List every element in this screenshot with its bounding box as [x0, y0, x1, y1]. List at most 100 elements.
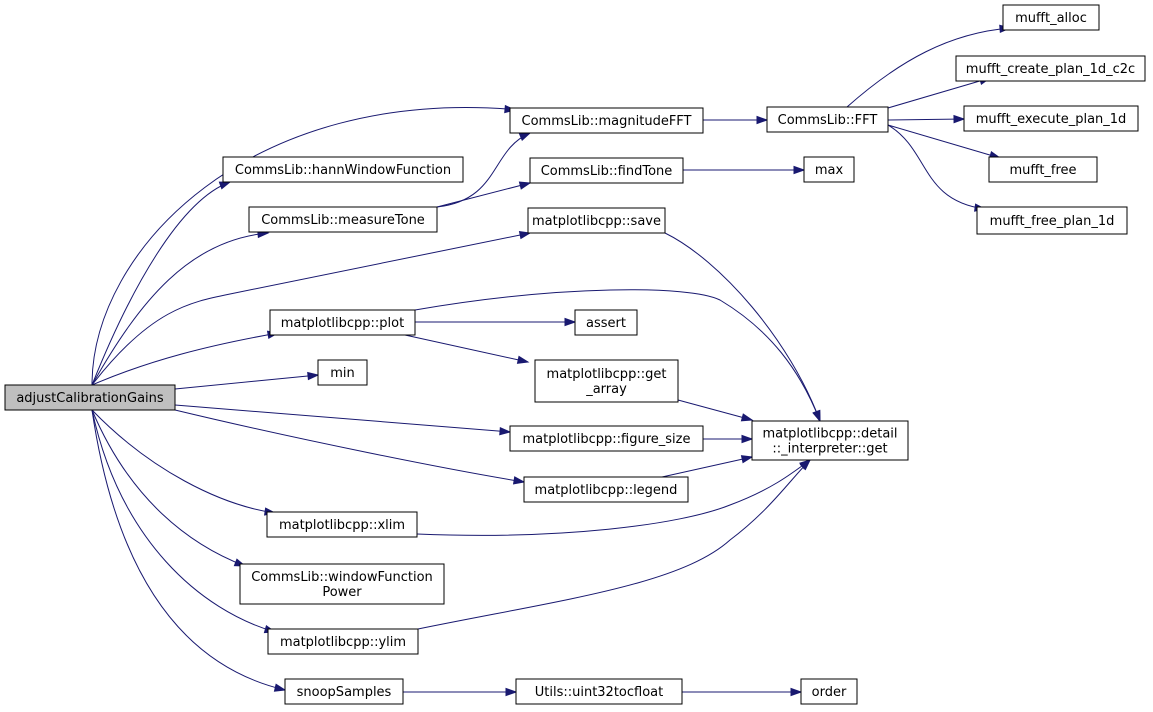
node-box — [529, 157, 684, 184]
edge-line — [887, 124, 986, 210]
node-interpGet[interactable]: matplotlibcpp::detail::_interpreter::get — [751, 420, 909, 461]
edge-line — [174, 374, 319, 390]
edge-adjust-snoop — [91, 409, 287, 692]
arrowhead — [499, 426, 512, 436]
edge-line — [887, 118, 965, 121]
node-plot[interactable]: matplotlibcpp::plot — [269, 309, 416, 336]
node-box — [267, 628, 419, 655]
arrowhead — [741, 434, 754, 444]
node-label: CommsLib::hannWindowFunction — [235, 163, 451, 178]
edge-line — [846, 27, 1011, 108]
node-order[interactable]: order — [800, 678, 858, 705]
node-adjust[interactable]: adjustCalibrationGains — [4, 384, 176, 411]
node-label: matplotlibcpp::legend — [535, 483, 678, 498]
edge-adjust-magFFT — [91, 104, 521, 386]
node-label: matplotlibcpp::ylim — [280, 635, 406, 650]
node-plan[interactable]: mufft_create_plan_1d_c2c — [955, 55, 1146, 82]
node-figSize[interactable]: matplotlibcpp::figure_size — [509, 425, 704, 452]
node-box — [269, 309, 416, 336]
node-legend[interactable]: matplotlibcpp::legend — [523, 476, 689, 503]
arrowhead — [812, 409, 821, 423]
edge-getArray-interpGet — [677, 399, 754, 422]
edge-line — [664, 232, 821, 422]
node-box — [1002, 4, 1100, 31]
edge-measureTone-findTone — [436, 181, 532, 208]
node-box — [976, 206, 1128, 235]
edge-save-interpGet — [664, 232, 821, 423]
arrowhead — [793, 165, 806, 175]
node-getArray[interactable]: matplotlibcpp::get_array — [534, 359, 679, 403]
node-label: max — [815, 163, 844, 178]
node-label: min — [330, 366, 355, 381]
node-label: ::_interpreter::get — [772, 442, 887, 457]
edge-line — [417, 459, 811, 630]
node-min[interactable]: min — [317, 359, 368, 386]
node-exec[interactable]: mufft_execute_plan_1d — [963, 105, 1139, 132]
arrowhead — [953, 114, 966, 124]
node-box — [800, 678, 858, 705]
node-label: adjustCalibrationGains — [16, 391, 164, 406]
edge-line — [91, 181, 231, 386]
edge-adjust-hann — [91, 181, 232, 386]
node-save[interactable]: matplotlibcpp::save — [527, 207, 666, 234]
node-fft[interactable]: CommsLib::FFT — [766, 106, 889, 133]
edge-layer — [91, 24, 1012, 697]
edge-line — [404, 334, 529, 363]
node-label: matplotlibcpp::xlim — [279, 518, 405, 533]
node-box — [317, 359, 368, 386]
node-u32[interactable]: Utils::uint32tocfloat — [515, 678, 683, 705]
node-hann[interactable]: CommsLib::hannWindowFunction — [222, 156, 464, 183]
edge-line — [174, 404, 511, 433]
node-label: CommsLib::FFT — [778, 113, 878, 128]
node-label: assert — [586, 316, 626, 331]
node-box — [955, 55, 1146, 82]
arrowhead — [273, 683, 287, 692]
edge-line — [91, 107, 521, 386]
edge-line — [887, 77, 991, 109]
edge-line — [91, 232, 269, 386]
node-snoop[interactable]: snoopSamples — [284, 678, 404, 705]
node-label: Power — [322, 585, 362, 600]
edge-legend-interpGet — [661, 455, 754, 478]
node-alloc[interactable]: mufft_alloc — [1002, 4, 1100, 31]
node-assert[interactable]: assert — [574, 309, 638, 336]
edge-adjust-min — [174, 371, 320, 390]
node-label: CommsLib::measureTone — [261, 213, 425, 228]
node-free[interactable]: mufft_free — [988, 156, 1098, 183]
edge-adjust-save — [91, 230, 532, 386]
edge-adjust-measureTone — [91, 229, 270, 386]
node-magFFT[interactable]: CommsLib::magnitudeFFT — [509, 107, 704, 134]
edge-plot-getArray — [404, 334, 530, 364]
arrowhead — [518, 181, 532, 190]
node-label: matplotlibcpp::save — [532, 214, 661, 229]
node-label: matplotlibcpp::figure_size — [523, 432, 691, 447]
node-label: mufft_free — [1009, 163, 1076, 178]
edge-snoop-u32 — [403, 687, 518, 697]
node-label: matplotlibcpp::get — [547, 367, 667, 382]
node-label: matplotlibcpp::plot — [281, 316, 404, 331]
node-box — [222, 156, 464, 183]
edge-findTone-max — [683, 165, 806, 175]
node-max[interactable]: max — [803, 156, 855, 183]
node-xlim[interactable]: matplotlibcpp::xlim — [266, 511, 418, 538]
node-label: Utils::uint32tocfloat — [535, 685, 664, 700]
node-label: mufft_alloc — [1015, 11, 1087, 26]
node-label: _array — [585, 382, 627, 397]
node-box — [266, 511, 418, 538]
edge-line — [677, 399, 753, 421]
node-freePlan[interactable]: mufft_free_plan_1d — [976, 206, 1128, 235]
node-ylim[interactable]: matplotlibcpp::ylim — [267, 628, 419, 655]
node-box — [766, 106, 889, 133]
edge-line — [91, 232, 531, 386]
arrowhead — [799, 458, 812, 471]
node-box — [803, 156, 855, 183]
node-label: CommsLib::windowFunction — [251, 570, 433, 585]
edge-line — [174, 409, 525, 483]
node-label: matplotlibcpp::detail — [762, 427, 897, 442]
node-measureTone[interactable]: CommsLib::measureTone — [248, 206, 438, 233]
edge-line — [416, 459, 811, 536]
edge-line — [436, 132, 531, 208]
node-findTone[interactable]: CommsLib::findTone — [529, 157, 684, 184]
